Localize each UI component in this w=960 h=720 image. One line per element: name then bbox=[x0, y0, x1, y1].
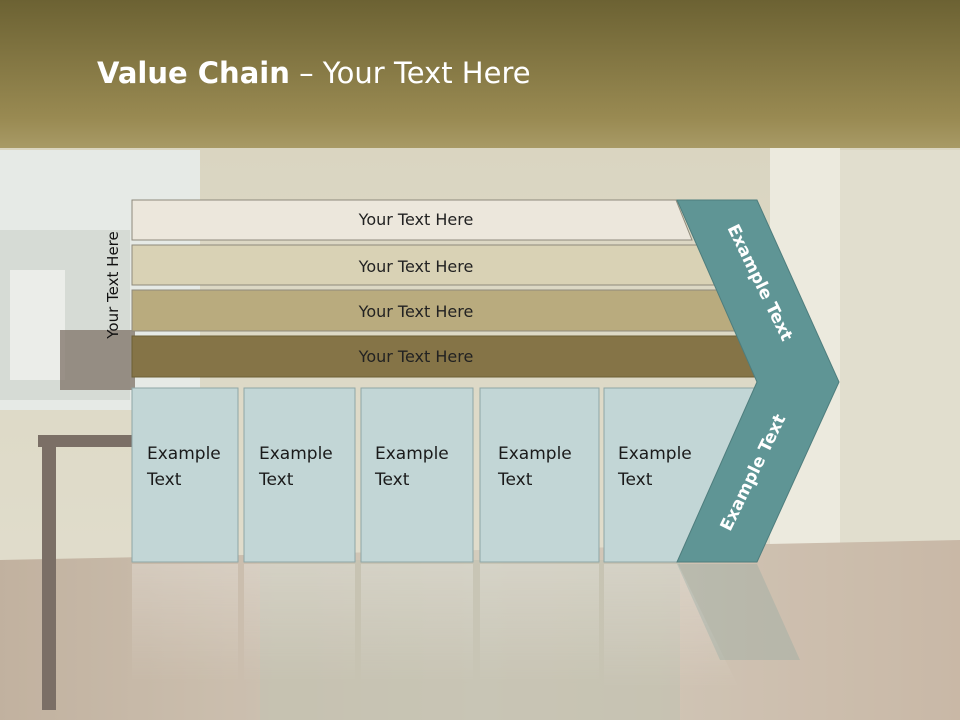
card-4-line1: Example bbox=[498, 444, 572, 464]
card-3-line2: Text bbox=[374, 470, 410, 490]
title-rest: – Your Text Here bbox=[289, 56, 531, 90]
bar-1-label: Your Text Here bbox=[358, 210, 474, 229]
chevron-arrow: Example Text Example Text bbox=[676, 199, 840, 563]
card-3: Example Text bbox=[360, 387, 474, 563]
card-3-line1: Example bbox=[375, 444, 449, 464]
card-4: Example Text bbox=[479, 387, 600, 563]
card-5-line1: Example bbox=[618, 444, 692, 464]
card-1: Example Text bbox=[131, 387, 239, 563]
bar-3-label: Your Text Here bbox=[358, 302, 474, 321]
card-2-line1: Example bbox=[259, 444, 333, 464]
card-4-line2: Text bbox=[497, 470, 533, 490]
bar-2: Your Text Here bbox=[131, 244, 716, 286]
bar-2-label: Your Text Here bbox=[358, 257, 474, 276]
card-1-line1: Example bbox=[147, 444, 221, 464]
card-5: Example Text bbox=[603, 387, 760, 563]
bar-3: Your Text Here bbox=[131, 289, 740, 332]
title-bold: Value Chain bbox=[97, 56, 290, 90]
bar-4-label: Your Text Here bbox=[358, 347, 474, 366]
page-title: Value Chain – Your Text Here bbox=[97, 56, 531, 90]
bar-1: Your Text Here bbox=[131, 199, 693, 241]
card-2: Example Text bbox=[243, 387, 356, 563]
card-2-line2: Text bbox=[258, 470, 294, 490]
reflection bbox=[132, 564, 800, 690]
bar-4: Your Text Here bbox=[131, 335, 764, 378]
card-1-line2: Text bbox=[146, 470, 182, 490]
card-5-line2: Text bbox=[617, 470, 653, 490]
